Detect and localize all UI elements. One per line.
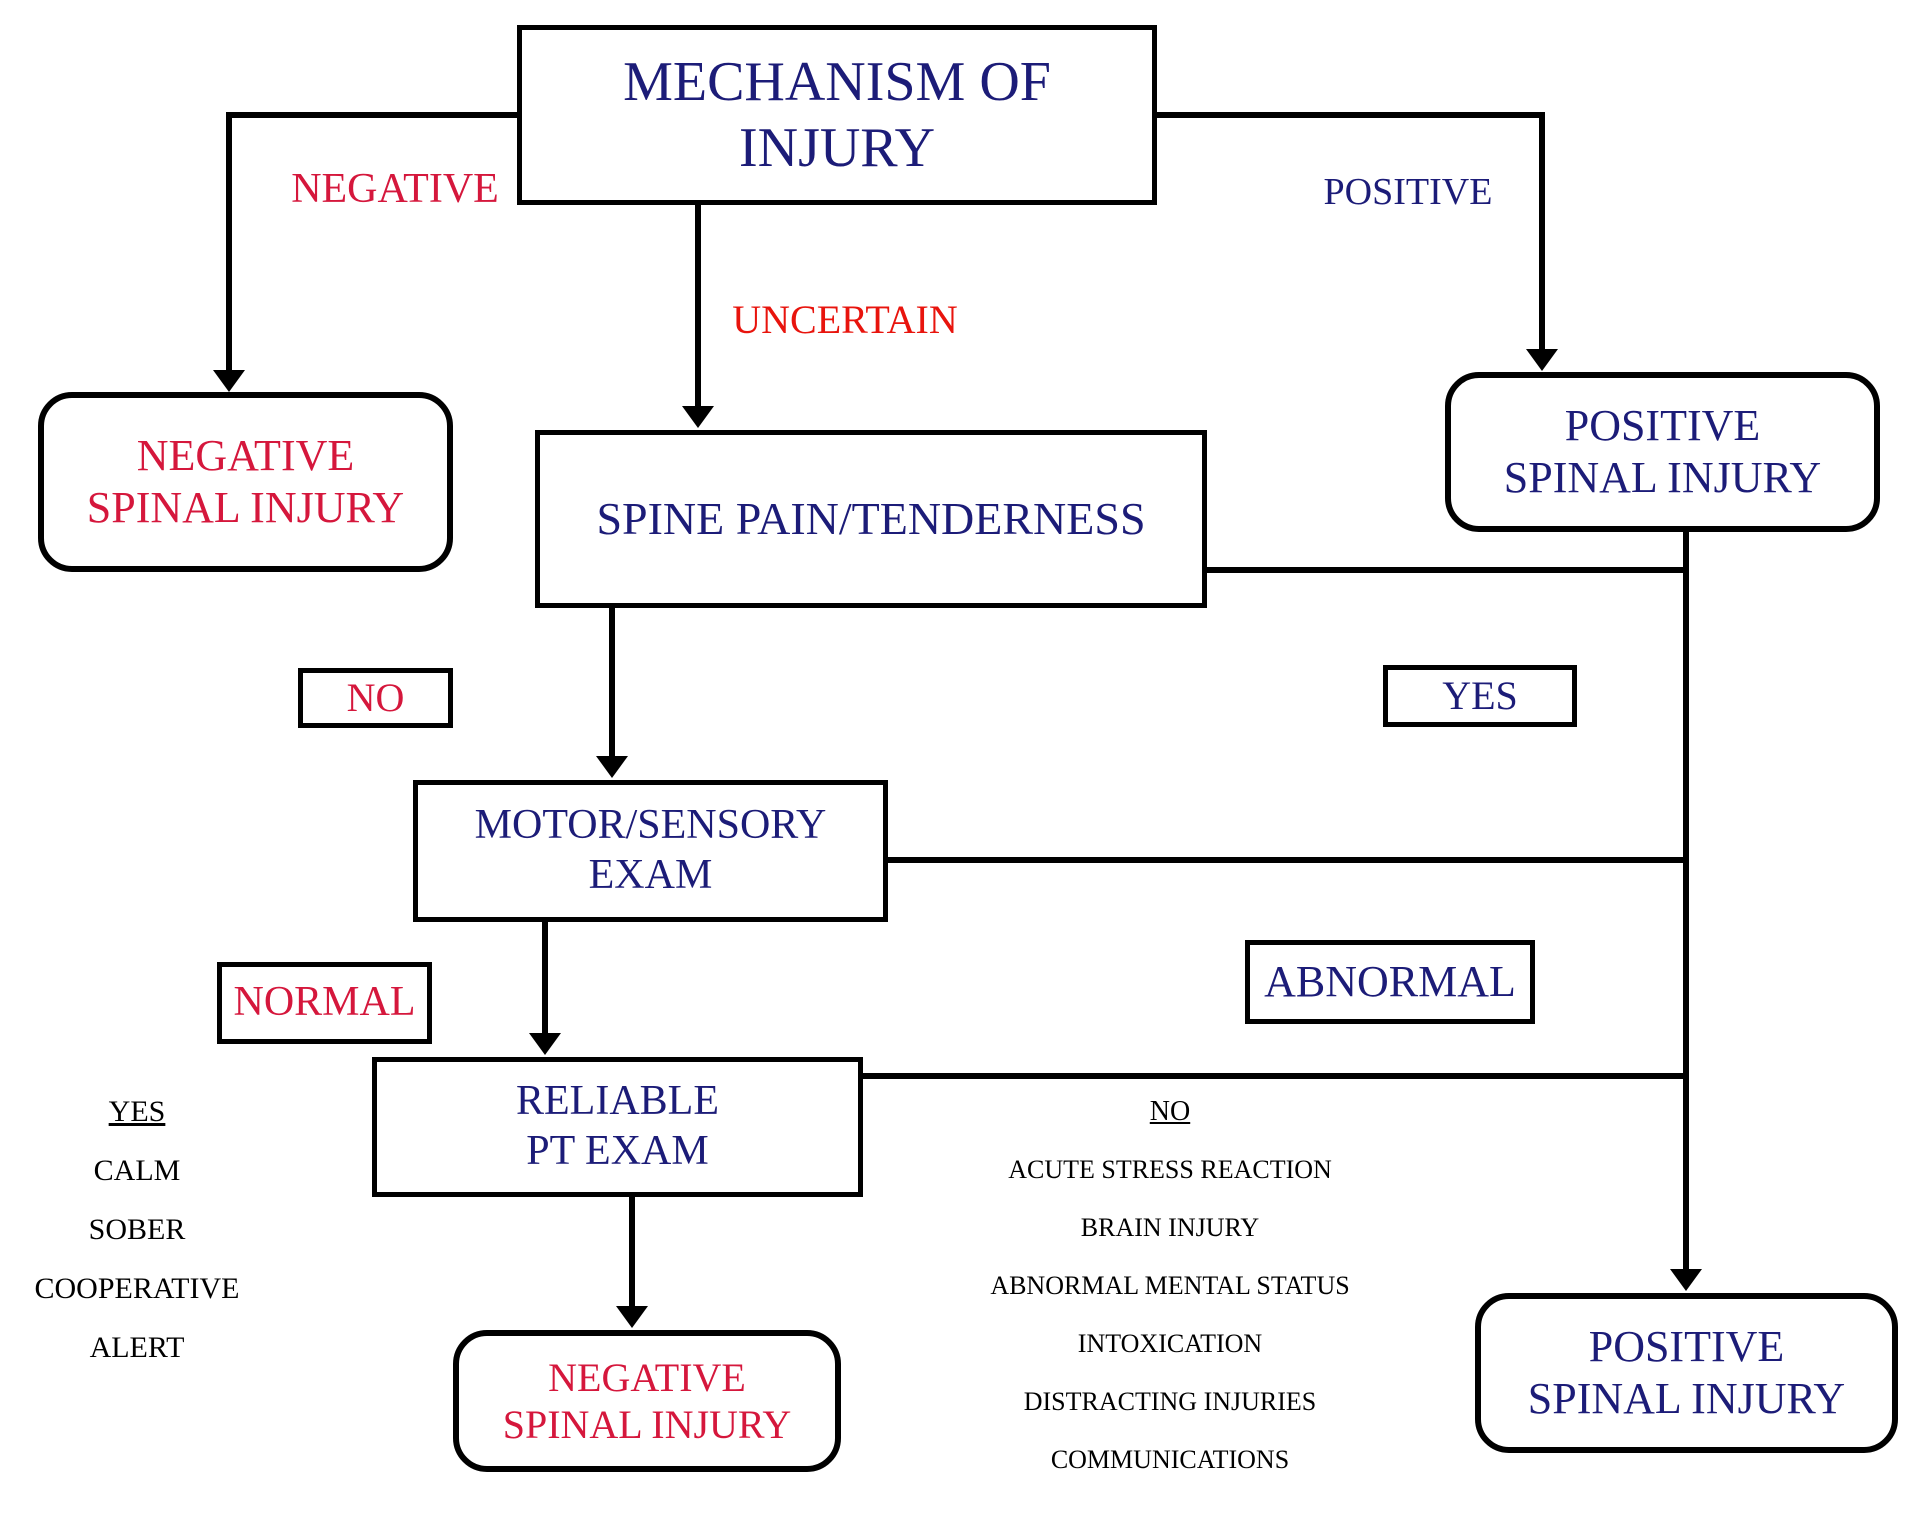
node-mechanism-line2: INJURY: [738, 117, 936, 179]
criteria-no-item-intoxication: INTOXICATION: [1077, 1329, 1263, 1358]
negative-bottom-line2: SPINAL INJURY: [502, 1402, 792, 1447]
connector-motor-reliable-vertical: [542, 922, 548, 1034]
positive-top-line1: POSITIVE: [1564, 401, 1761, 451]
edge-label-negative: NEGATIVE: [291, 166, 499, 212]
node-reliable-pt-exam: RELIABLE PT EXAM: [372, 1057, 863, 1197]
node-negative-spinal-injury-left: NEGATIVE SPINAL INJURY: [38, 392, 453, 572]
criteria-yes-item-alert: ALERT: [89, 1331, 185, 1364]
node-motor-sensory-exam: MOTOR/SENSORY EXAM: [413, 780, 888, 922]
edge-label-uncertain: UNCERTAIN: [732, 297, 958, 342]
node-motor-line2: EXAM: [588, 852, 713, 898]
connector-mechanism-spine-vertical: [695, 205, 701, 407]
connector-motor-rail-horizontal: [888, 857, 1689, 863]
connector-spine-rail-horizontal: [1207, 567, 1689, 573]
arrowhead-into-motor: [596, 756, 628, 778]
positive-bottom-line1: POSITIVE: [1588, 1322, 1785, 1372]
node-mechanism-line1: MECHANISM OF: [623, 50, 1051, 113]
criteria-yes-header: YES: [108, 1095, 166, 1128]
edge-label-positive: POSITIVE: [1323, 171, 1493, 213]
arrowhead-into-positive-top-right: [1526, 349, 1558, 371]
criteria-no-item-distracting: DISTRACTING INJURIES: [1023, 1387, 1317, 1416]
node-positive-spinal-injury-top-right: POSITIVE SPINAL INJURY: [1445, 372, 1880, 532]
negative-left-line2: SPINAL INJURY: [86, 483, 405, 532]
node-reliable-line2: PT EXAM: [526, 1128, 709, 1174]
negative-bottom-line1: NEGATIVE: [548, 1354, 746, 1400]
node-spine-pain-tenderness: SPINE PAIN/TENDERNESS: [535, 430, 1207, 608]
rail-positive-vertical: [1683, 532, 1689, 1270]
node-negative-spinal-injury-bottom: NEGATIVE SPINAL INJURY: [453, 1330, 841, 1472]
criteria-no-item-acute-stress: ACUTE STRESS REACTION: [1008, 1155, 1332, 1184]
node-abnormal-box: ABNORMAL: [1245, 940, 1535, 1024]
reliable-criteria-yes-list: YES CALM SOBER COOPERATIVE ALERT: [17, 1082, 257, 1377]
connector-mechanism-negative-vertical: [226, 112, 232, 371]
criteria-no-item-brain-injury: BRAIN INJURY: [1080, 1213, 1260, 1242]
arrowhead-into-spine: [682, 406, 714, 428]
connector-spine-motor-vertical: [609, 608, 615, 757]
node-mechanism-of-injury: MECHANISM OF INJURY: [517, 25, 1157, 205]
criteria-no-header: NO: [1149, 1096, 1191, 1127]
criteria-yes-item-sober: SOBER: [88, 1213, 186, 1246]
positive-bottom-line2: SPINAL INJURY: [1527, 1374, 1846, 1423]
connector-mechanism-positive-vertical: [1539, 112, 1545, 350]
positive-top-line2: SPINAL INJURY: [1503, 453, 1822, 502]
criteria-yes-item-calm: CALM: [93, 1154, 181, 1187]
node-positive-spinal-injury-bottom-right: POSITIVE SPINAL INJURY: [1475, 1293, 1898, 1453]
node-yes-box: YES: [1383, 665, 1577, 727]
connector-mechanism-negative-horizontal: [226, 112, 517, 118]
arrowhead-into-reliable: [529, 1033, 561, 1055]
reliable-criteria-no-list: NO ACUTE STRESS REACTION BRAIN INJURY AB…: [950, 1083, 1390, 1489]
connector-reliable-rail-horizontal: [863, 1073, 1689, 1079]
arrowhead-into-positive-bottom-right: [1670, 1269, 1702, 1291]
criteria-no-item-abnormal-mental: ABNORMAL MENTAL STATUS: [990, 1271, 1350, 1300]
connector-mechanism-positive-horizontal: [1157, 112, 1545, 118]
node-no-box: NO: [298, 668, 453, 728]
node-reliable-line1: RELIABLE: [516, 1078, 719, 1125]
arrowhead-into-negative-bottom: [616, 1306, 648, 1328]
criteria-no-item-communications: COMMUNICATIONS: [1050, 1445, 1290, 1474]
negative-left-line1: NEGATIVE: [136, 431, 355, 481]
node-motor-line1: MOTOR/SENSORY: [474, 802, 827, 849]
connector-reliable-negative-vertical: [629, 1197, 635, 1307]
node-normal-box: NORMAL: [217, 962, 432, 1044]
arrowhead-into-negative-left: [213, 370, 245, 392]
criteria-yes-item-cooperative: COOPERATIVE: [34, 1272, 240, 1305]
